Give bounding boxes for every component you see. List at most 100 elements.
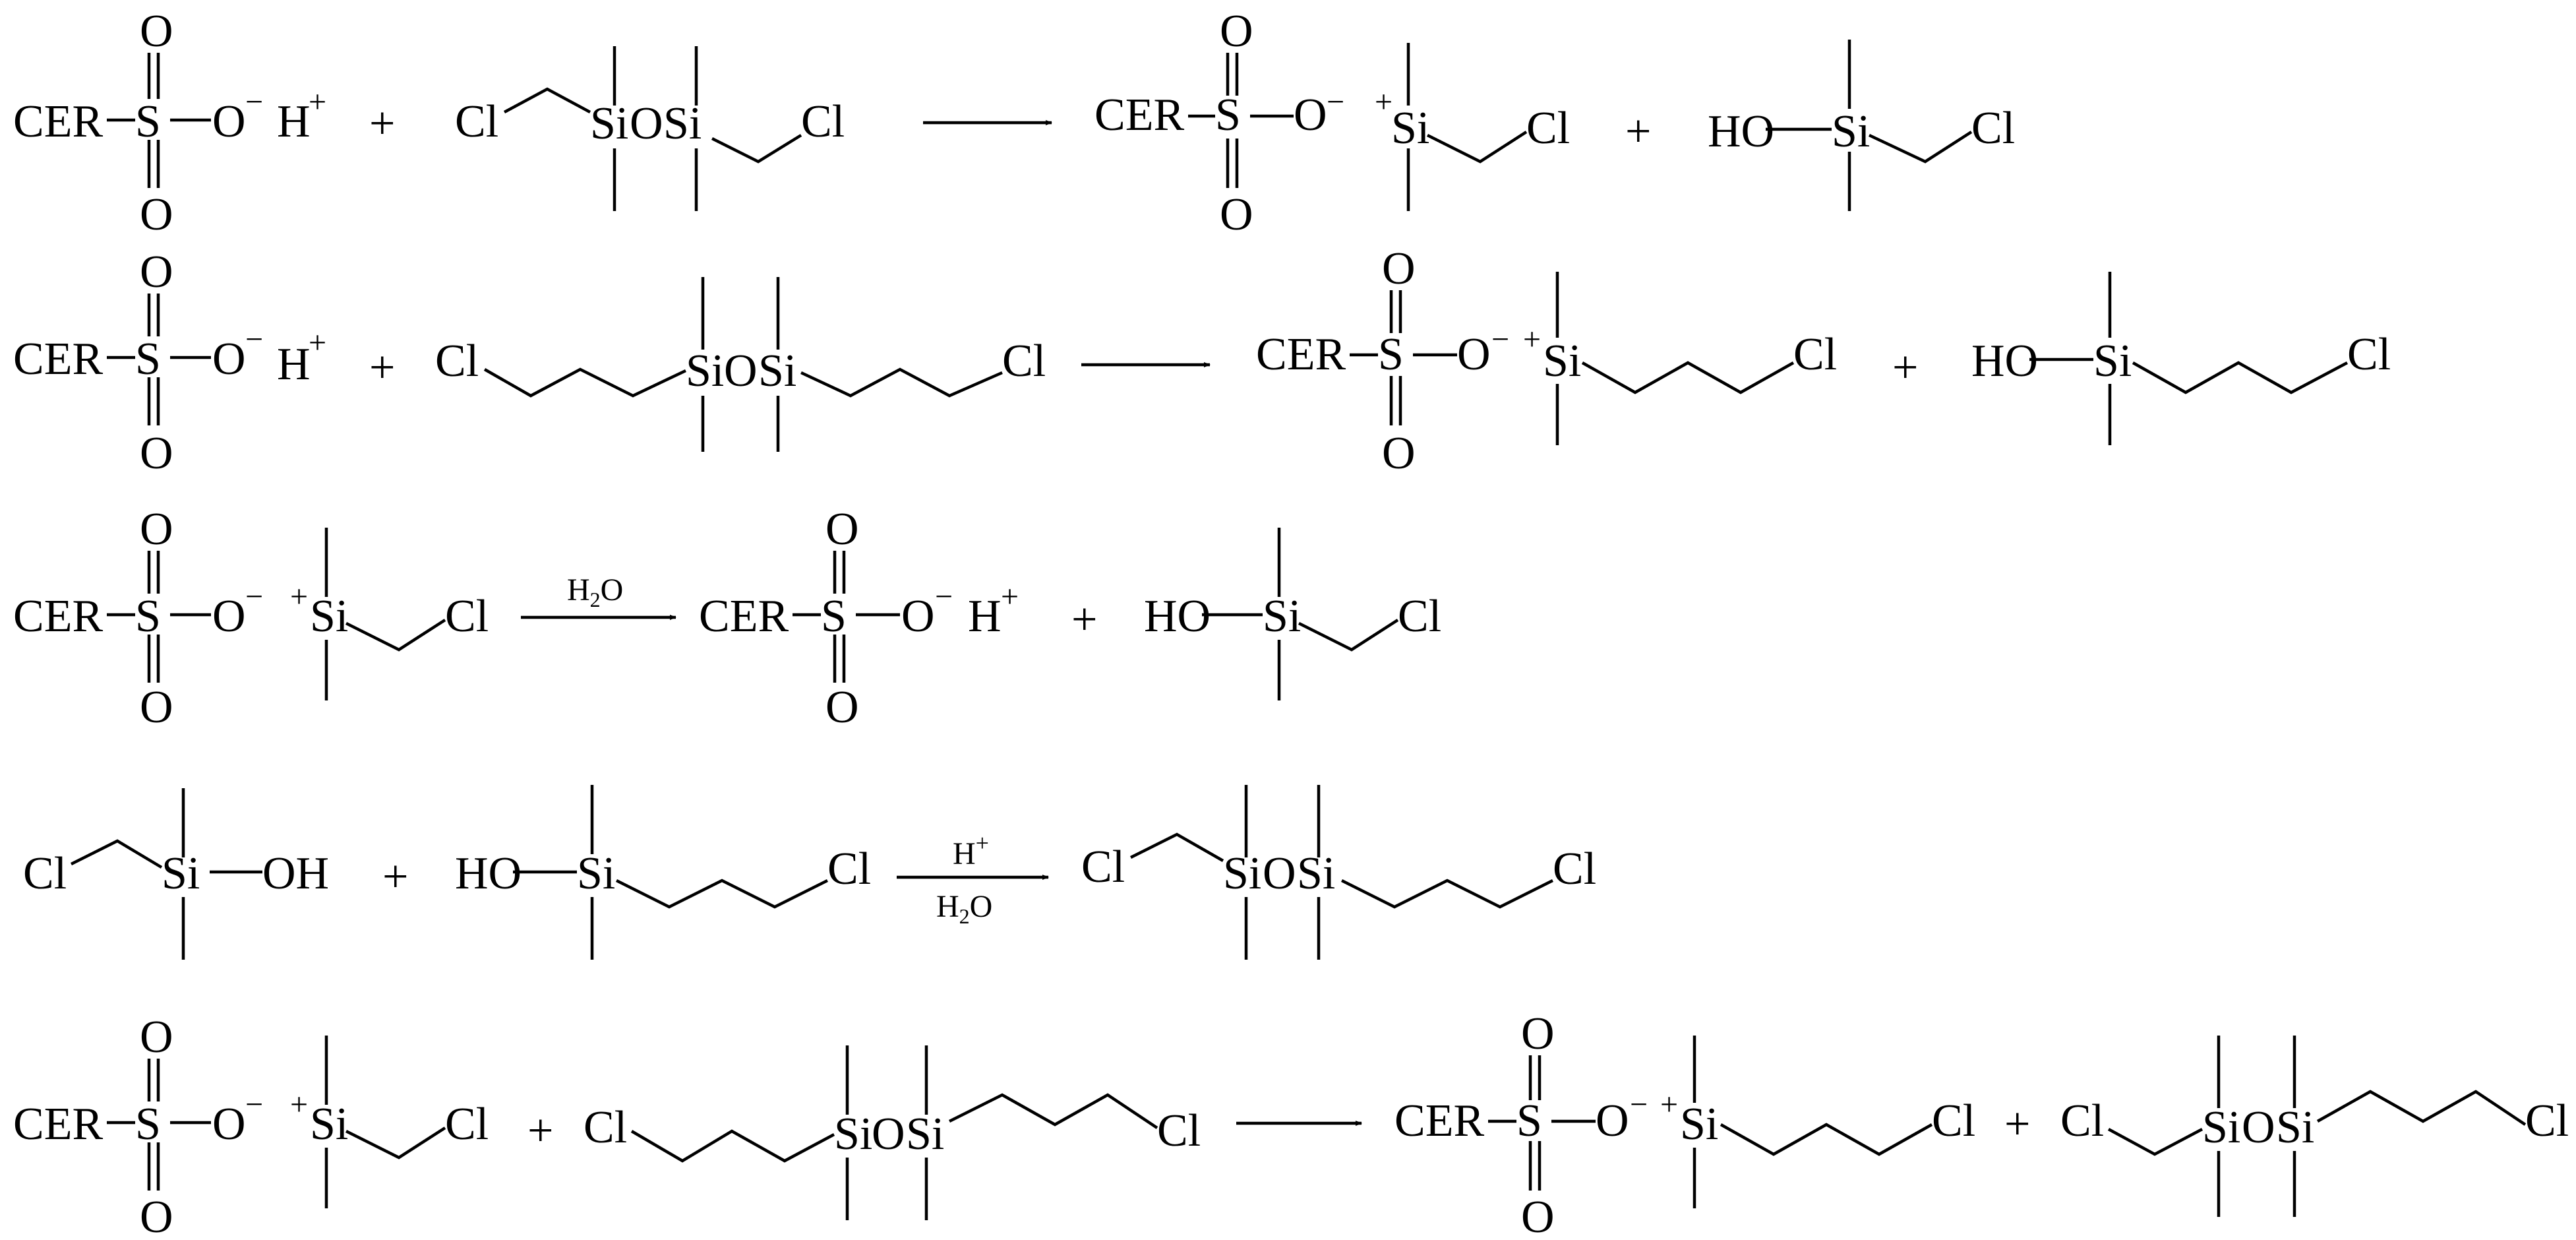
oxygen-bridge: O (630, 98, 663, 149)
plus-charge: + (309, 325, 326, 360)
plus-sign: + (2004, 1099, 2030, 1150)
oxygen-top: O (1382, 243, 1416, 294)
silicon-atom: Si (162, 848, 200, 899)
sulfonic-acid-reactant: CER S O O O − H + (13, 6, 326, 240)
chlorine-atom: Cl (445, 591, 489, 642)
oxygen-top: O (825, 504, 859, 555)
chlorine-atom: Cl (2060, 1096, 2104, 1146)
silanol-product: HO Si Cl (1971, 272, 2391, 445)
reaction-4: Cl Si OH + HO Si Cl H+ H2O Cl Si O (23, 785, 1596, 960)
silicon-atom: Si (1223, 848, 1261, 899)
silicon-atom: Si (310, 1099, 348, 1150)
oxygen-bottom: O (1220, 189, 1253, 240)
silyl-sulfonate-product: CER S O O O − + Si Cl (1256, 243, 1837, 479)
sulfur-atom: S (1378, 329, 1404, 380)
mixed-disiloxane-product: Cl Si O Si Cl (1081, 785, 1596, 960)
silicon-atom: Si (577, 848, 615, 899)
oxygen-bottom: O (140, 1192, 173, 1240)
oxygen-top: O (140, 247, 173, 297)
silicon-atom: Si (590, 98, 628, 149)
silicon-atom: Si (1297, 848, 1335, 899)
proton: H (277, 339, 311, 390)
silicon-atom: Si (686, 346, 724, 396)
cer-label: CER (699, 591, 789, 642)
plus-charge: + (1660, 1087, 1678, 1122)
disiloxane-reactant: Cl Si O Si Cl (455, 46, 845, 211)
chlorine-atom: Cl (2347, 329, 2391, 380)
sulfur-atom: S (1215, 90, 1241, 140)
reaction-5: CER S O O O − + Si Cl + Cl Si O (13, 1008, 2569, 1240)
chlorine-atom: Cl (1971, 103, 2015, 154)
silicon-atom: Si (758, 346, 796, 396)
oxygen-top: O (140, 504, 173, 555)
reaction-3: CER S O O O − + Si Cl H2O CER S (13, 504, 1441, 733)
proton: H (277, 96, 311, 147)
plus-charge: + (290, 579, 308, 614)
acid-condition: H+ (953, 830, 989, 871)
chlorine-atom: Cl (1157, 1105, 1201, 1156)
sulfur-atom: S (135, 334, 161, 385)
oxygen-bottom: O (825, 682, 859, 733)
oxygen-bridge: O (724, 346, 758, 396)
proton: H (968, 591, 1002, 642)
silicon-atom: Si (2276, 1102, 2314, 1153)
sulfur-atom: S (821, 591, 847, 642)
oxygen-anion: O (1294, 90, 1327, 140)
plus-charge: + (290, 1087, 308, 1122)
reaction-2: CER S O O O − H + + Cl Si O Si (13, 243, 2391, 479)
minus-charge: − (1327, 84, 1344, 119)
oxygen-top: O (140, 1012, 173, 1063)
plus-charge: + (309, 84, 326, 119)
plus-sign: + (1071, 594, 1097, 645)
chlorine-atom: Cl (1398, 591, 1441, 642)
disiloxane-reactant: Cl Si O Si Cl (435, 277, 1046, 452)
water-condition: H2O (567, 573, 623, 611)
silyl-sulfonate-reactant: CER S O O O − + Si Cl (13, 504, 489, 733)
cer-label: CER (13, 96, 103, 147)
chlorine-atom: Cl (1081, 842, 1125, 892)
minus-charge: − (935, 579, 953, 614)
plus-charge: + (1001, 579, 1019, 614)
silanol-product: HO Si Cl (1708, 40, 2015, 211)
plus-sign: + (369, 98, 395, 149)
silicon-atom: Si (906, 1109, 944, 1160)
minus-charge: − (1630, 1087, 1648, 1122)
oxygen-anion: O (901, 591, 935, 642)
oxygen-bottom: O (1521, 1192, 1555, 1240)
minus-charge: − (245, 1087, 263, 1122)
oxygen-bottom: O (1382, 428, 1416, 479)
cer-label: CER (1094, 90, 1184, 140)
oxygen-anion: O (212, 96, 246, 147)
plus-charge: + (1523, 322, 1541, 357)
plus-sign: + (382, 852, 408, 902)
chlorine-atom: Cl (435, 336, 479, 387)
chlorine-atom: Cl (1553, 844, 1596, 894)
sulfonic-acid-product: CER S O O O − H + (699, 504, 1019, 733)
chlorine-atom: Cl (1932, 1096, 1975, 1146)
oxygen-bottom: O (140, 428, 173, 479)
hydroxyl-group: HO (1144, 591, 1211, 642)
sulfur-atom: S (135, 591, 161, 642)
chlorine-atom: Cl (455, 96, 498, 147)
minus-charge: − (245, 84, 263, 119)
sulfur-atom: S (135, 96, 161, 147)
minus-charge: − (245, 579, 263, 614)
silicon-atom: Si (2093, 336, 2132, 387)
oxygen-anion: O (212, 1099, 246, 1150)
plus-sign: + (1625, 106, 1651, 157)
disiloxane-reactant: Cl Si O Si Cl (584, 1045, 1201, 1220)
cer-label: CER (13, 591, 103, 642)
plus-sign: + (1892, 342, 1918, 393)
chlorine-atom: Cl (2525, 1096, 2569, 1146)
oxygen-bottom: O (140, 682, 173, 733)
oxygen-top: O (140, 6, 173, 57)
minus-charge: − (245, 322, 263, 357)
silicon-atom: Si (1680, 1099, 1718, 1150)
water-condition: H2O (936, 889, 992, 928)
silicon-atom: Si (1263, 591, 1301, 642)
silicon-atom: Si (1543, 336, 1581, 387)
silanol-reactant: Cl Si OH (23, 788, 329, 960)
silicon-atom: Si (1832, 106, 1870, 157)
silyl-sulfonate-product: CER S O O O − + Si Cl (1094, 6, 1570, 240)
